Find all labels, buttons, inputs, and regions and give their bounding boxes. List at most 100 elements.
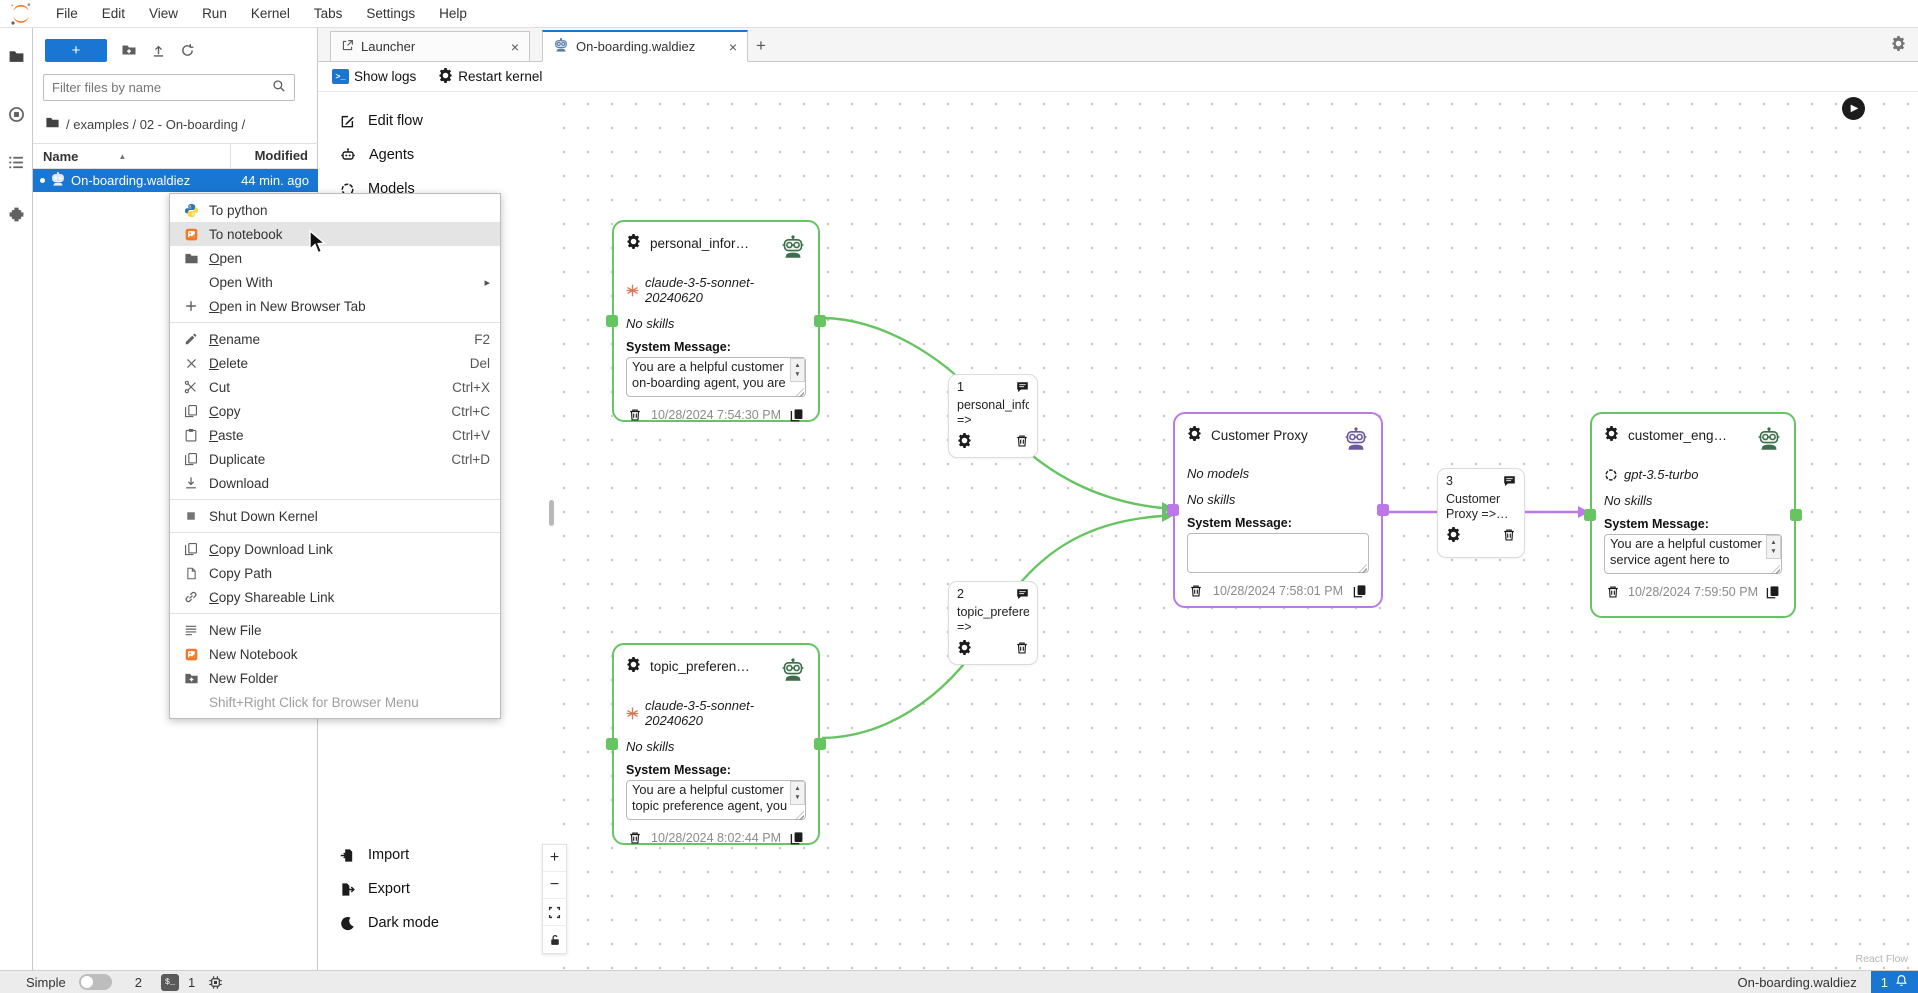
spinner-icon[interactable]: ▲▼ [1766, 535, 1781, 559]
zoom-in-button[interactable]: + [543, 845, 566, 872]
menubar-item-view[interactable]: View [149, 5, 179, 21]
unlock-icon[interactable] [543, 926, 566, 953]
filter-files-input[interactable] [44, 80, 272, 95]
copy-icon[interactable] [790, 831, 804, 845]
input-handle[interactable] [1167, 504, 1179, 516]
menubar-item-edit[interactable]: Edit [101, 5, 126, 21]
terminal-icon[interactable]: $_ [160, 973, 179, 991]
resize-handle[interactable] [1358, 564, 1367, 573]
sidebar-item-agents[interactable]: Agents [318, 138, 552, 172]
gear-icon[interactable] [626, 657, 641, 672]
menu-item-copy-shareable-link[interactable]: Copy Shareable Link [170, 585, 500, 609]
menu-item-new-folder[interactable]: New Folder [170, 666, 500, 690]
file-row-selected[interactable]: On-boarding.waldiez 44 min. ago [33, 169, 318, 192]
menu-item-shut-down-kernel[interactable]: Shut Down Kernel [170, 504, 500, 528]
agent-node-personal[interactable]: personal_infor…claude-3-5-sonnet-2024062… [606, 220, 826, 422]
input-handle[interactable] [606, 738, 618, 750]
input-handle[interactable] [1584, 509, 1596, 521]
new-tab-button[interactable]: + [756, 36, 766, 55]
menu-item-download[interactable]: Download [170, 471, 500, 495]
menu-item-to-notebook[interactable]: To notebook [170, 222, 500, 246]
gear-icon[interactable] [1187, 426, 1202, 441]
menu-item-new-file[interactable]: New File [170, 618, 500, 642]
menu-item-open[interactable]: Open [170, 246, 500, 270]
agent-node-topic[interactable]: topic_preferen…claude-3-5-sonnet-2024062… [606, 643, 826, 845]
home-folder-icon[interactable] [45, 115, 60, 133]
sidebar-resize-handle[interactable] [549, 500, 554, 526]
new-folder-icon[interactable] [121, 42, 137, 58]
menubar-item-settings[interactable]: Settings [366, 5, 416, 21]
trash-icon[interactable] [1015, 434, 1029, 448]
input-handle[interactable] [606, 315, 618, 327]
menubar-item-run[interactable]: Run [202, 5, 227, 21]
output-handle[interactable] [1790, 509, 1802, 521]
close-icon[interactable]: × [510, 38, 519, 55]
resize-handle[interactable] [795, 388, 804, 397]
notifications-button[interactable]: 1 [1870, 971, 1918, 993]
menu-item-copy-download-link[interactable]: Copy Download Link [170, 537, 500, 561]
menubar-item-kernel[interactable]: Kernel [250, 5, 290, 21]
trash-icon[interactable] [1015, 641, 1029, 655]
chat-icon[interactable] [1503, 475, 1516, 488]
sidebar-item-import[interactable]: Import [318, 838, 552, 872]
resize-handle[interactable] [795, 811, 804, 820]
restart-kernel-button[interactable]: Restart kernel [438, 67, 542, 86]
trash-icon[interactable] [628, 831, 642, 845]
chat-icon[interactable] [1016, 588, 1029, 601]
new-launcher-button[interactable]: + [45, 38, 107, 62]
fit-view-button[interactable] [543, 899, 566, 926]
output-handle[interactable] [814, 315, 826, 327]
sidebar-item-export[interactable]: Export [318, 872, 552, 906]
menu-item-new-notebook[interactable]: New Notebook [170, 642, 500, 666]
menu-item-open-in-new-browser-tab[interactable]: Open in New Browser Tab [170, 294, 500, 318]
simple-mode-toggle[interactable] [78, 974, 112, 990]
gear-icon[interactable] [957, 640, 972, 655]
copy-icon[interactable] [1353, 584, 1367, 598]
resize-handle[interactable] [1771, 565, 1780, 574]
copy-icon[interactable] [790, 408, 804, 422]
gear-icon[interactable] [626, 234, 641, 249]
refresh-icon[interactable] [180, 43, 195, 58]
cpu-icon[interactable] [208, 975, 223, 990]
menubar-item-file[interactable]: File [56, 5, 78, 21]
copy-icon[interactable] [1766, 585, 1780, 599]
search-icon[interactable] [272, 79, 286, 96]
tab-on-boarding-waldiez[interactable]: On-boarding.waldiez × [542, 30, 748, 62]
table-of-contents-icon[interactable] [0, 142, 33, 182]
menu-item-to-python[interactable]: To python [170, 198, 500, 222]
gear-icon[interactable] [1891, 36, 1906, 54]
spinner-icon[interactable]: ▲▼ [790, 781, 805, 805]
file-browser-icon[interactable] [0, 36, 33, 76]
gear-icon[interactable] [1604, 426, 1619, 441]
column-header-modified[interactable]: Modified [230, 143, 318, 169]
show-logs-button[interactable]: >_ Show logs [332, 69, 416, 84]
zoom-out-button[interactable]: − [543, 872, 566, 899]
menu-item-open-with[interactable]: Open With▸ [209, 274, 490, 290]
trash-icon[interactable] [1502, 528, 1516, 542]
close-icon[interactable]: × [728, 38, 737, 55]
sidebar-item-edit-flow[interactable]: Edit flow [318, 104, 552, 138]
menubar-item-help[interactable]: Help [439, 5, 467, 21]
run-flow-button[interactable]: ▶ [1842, 97, 1865, 120]
system-message-input[interactable] [1187, 533, 1369, 573]
output-handle[interactable] [814, 738, 826, 750]
menubar-item-tabs[interactable]: Tabs [313, 5, 343, 21]
running-kernels-icon[interactable] [0, 94, 33, 134]
spinner-icon[interactable]: ▲▼ [790, 358, 805, 382]
chat-icon[interactable] [1016, 381, 1029, 394]
system-message-input[interactable]: You are a helpful customer topic prefere… [626, 780, 806, 820]
extensions-icon[interactable] [0, 194, 33, 234]
system-message-input[interactable]: You are a helpful customer service agent… [1604, 534, 1782, 574]
output-handle[interactable] [1377, 504, 1389, 516]
upload-icon[interactable] [151, 43, 166, 58]
breadcrumb[interactable]: / examples / 02 - On-boarding / [45, 114, 245, 134]
